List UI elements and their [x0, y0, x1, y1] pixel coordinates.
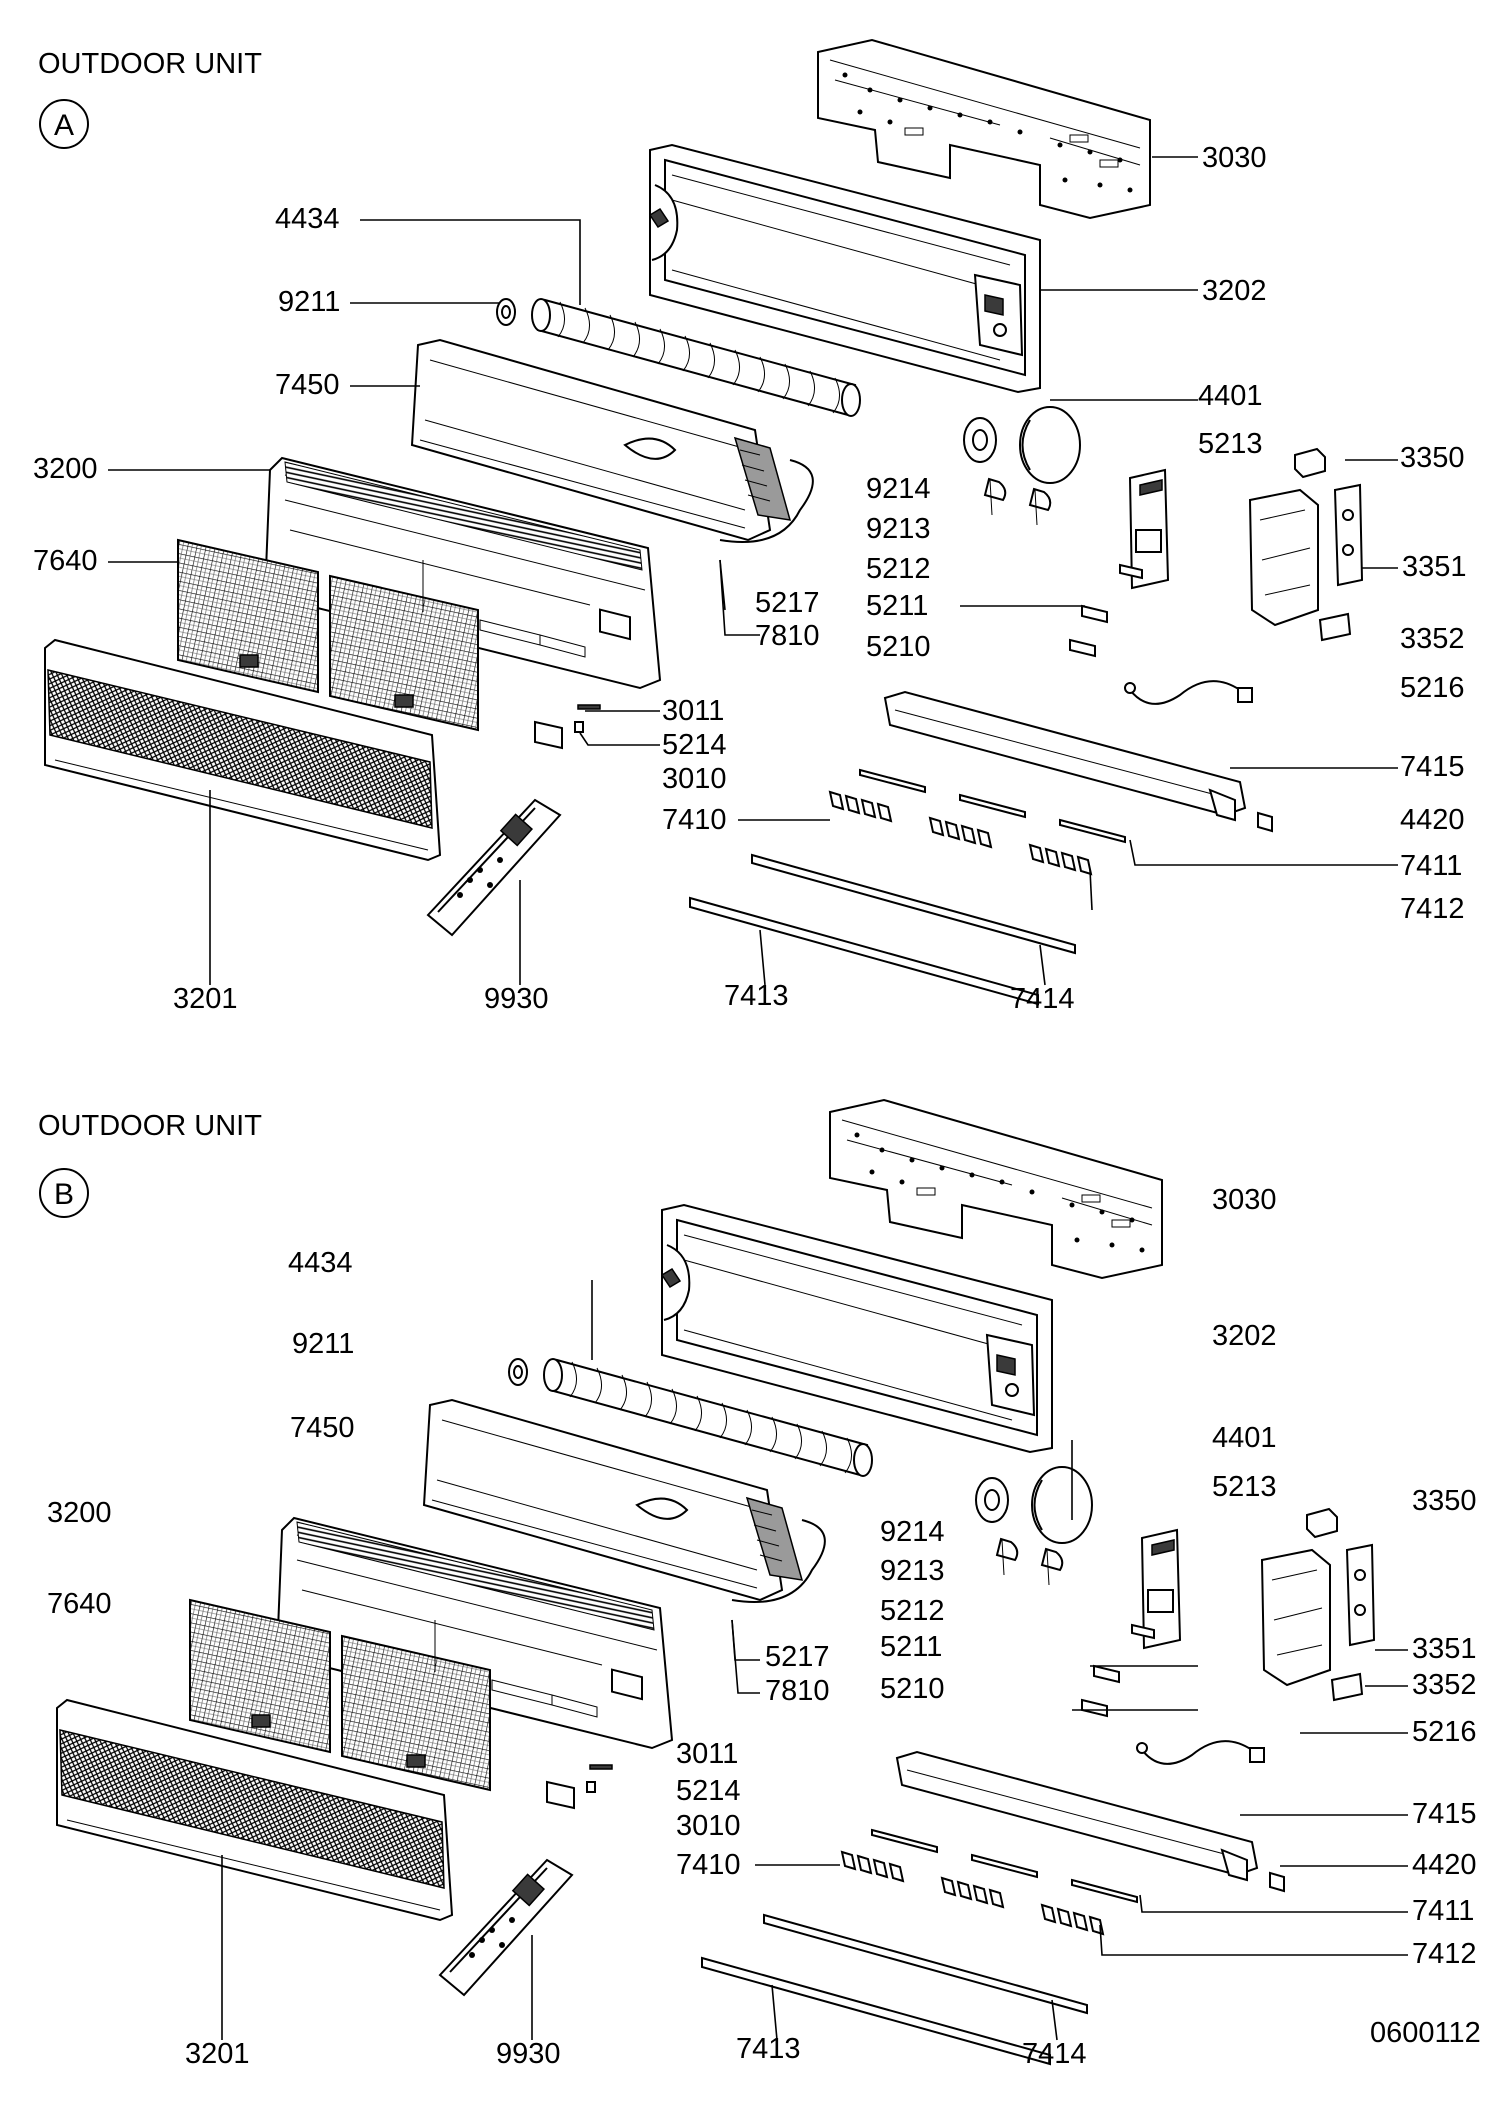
part-label: 9214 [866, 473, 931, 505]
part-label: 5211 [880, 1631, 942, 1663]
part-label: 3200 [33, 453, 98, 485]
part-label: 4420 [1412, 1849, 1477, 1881]
part-label: 7450 [290, 1412, 355, 1444]
part-label: 7410 [676, 1849, 741, 1881]
part-label: 3011 [676, 1738, 738, 1770]
section-a: OUTDOOR UNIT A [0, 0, 1467, 1015]
leader-lines [221, 1280, 1408, 2041]
section-badge: A [54, 109, 74, 142]
part-label: 7415 [1412, 1798, 1477, 1830]
drawing-code: 0600112 [1370, 2017, 1481, 2049]
part-label: 3350 [1412, 1485, 1477, 1517]
part-label: 9930 [496, 2038, 561, 2070]
part-label: 5214 [676, 1775, 741, 1807]
part-label: 5210 [866, 631, 931, 663]
part-label: 7411 [1400, 850, 1462, 882]
part-label: 5213 [1212, 1471, 1277, 1503]
part-label: 7410 [662, 804, 727, 836]
part-label: 7412 [1400, 893, 1465, 925]
part-label: 5212 [866, 553, 931, 585]
part-label: 7412 [1412, 1938, 1477, 1970]
part-label: 3350 [1400, 442, 1465, 474]
part-label: 9213 [866, 513, 931, 545]
part-label: 9211 [278, 286, 340, 318]
part-labels: 3030 4434 3202 9211 7450 4401 5213 3200 … [33, 142, 1467, 1015]
part-label: 5211 [866, 590, 928, 622]
part-label: 4401 [1212, 1422, 1277, 1454]
part-label: 4401 [1198, 380, 1263, 412]
part-label: 5217 [765, 1641, 830, 1673]
leader-lines [108, 156, 1398, 986]
part-label: 3202 [1212, 1320, 1277, 1352]
part-label: 3010 [662, 763, 727, 795]
part-label: 3352 [1400, 623, 1465, 655]
part-label: 3010 [676, 1810, 741, 1842]
part-label: 7413 [736, 2033, 801, 2065]
part-label: 3201 [185, 2038, 250, 2070]
section-badge-circle [39, 99, 89, 149]
section-badge-circle [39, 1168, 89, 1218]
section-title: OUTDOOR UNIT [38, 48, 262, 80]
part-label: 3202 [1202, 275, 1267, 307]
part-label: 3351 [1402, 551, 1467, 583]
part-label: 7450 [275, 369, 340, 401]
part-label: 5212 [880, 1595, 945, 1627]
section-b: OUTDOOR UNIT B 3030 [11, 1059, 1477, 2070]
part-label: 4420 [1400, 804, 1465, 836]
part-label: 7640 [33, 545, 98, 577]
part-label: 7415 [1400, 751, 1465, 783]
parts-drawing [0, 0, 1363, 1005]
part-label: 7414 [1010, 983, 1075, 1015]
section-badge: B [54, 1178, 74, 1211]
part-label: 9213 [880, 1555, 945, 1587]
part-label: 9214 [880, 1516, 945, 1548]
part-label: 7640 [47, 1588, 112, 1620]
part-label: 3011 [662, 695, 724, 727]
part-label: 3200 [47, 1497, 112, 1529]
part-label: 7414 [1022, 2038, 1087, 2070]
part-label: 5217 [755, 587, 820, 619]
parts-drawing [11, 1059, 1375, 2065]
part-label: 7411 [1412, 1895, 1474, 1927]
part-label: 7810 [755, 620, 820, 652]
part-label: 3352 [1412, 1669, 1477, 1701]
part-label: 3201 [173, 983, 238, 1015]
part-label: 9930 [484, 983, 549, 1015]
part-label: 5213 [1198, 428, 1263, 460]
part-labels: 3030 4434 3202 9211 7450 4401 5213 3200 … [47, 1184, 1477, 2070]
part-label: 4434 [275, 203, 340, 235]
part-label: 5216 [1400, 672, 1465, 704]
part-label: 5214 [662, 729, 727, 761]
part-label: 3351 [1412, 1633, 1477, 1665]
part-label: 7413 [724, 980, 789, 1012]
part-label: 5210 [880, 1673, 945, 1705]
part-label: 4434 [288, 1247, 353, 1279]
part-label: 5216 [1412, 1716, 1477, 1748]
part-label: 7810 [765, 1675, 830, 1707]
section-title: OUTDOOR UNIT [38, 1110, 262, 1142]
part-label: 3030 [1212, 1184, 1277, 1216]
part-label: 3030 [1202, 142, 1267, 174]
part-label: 9211 [292, 1328, 354, 1360]
